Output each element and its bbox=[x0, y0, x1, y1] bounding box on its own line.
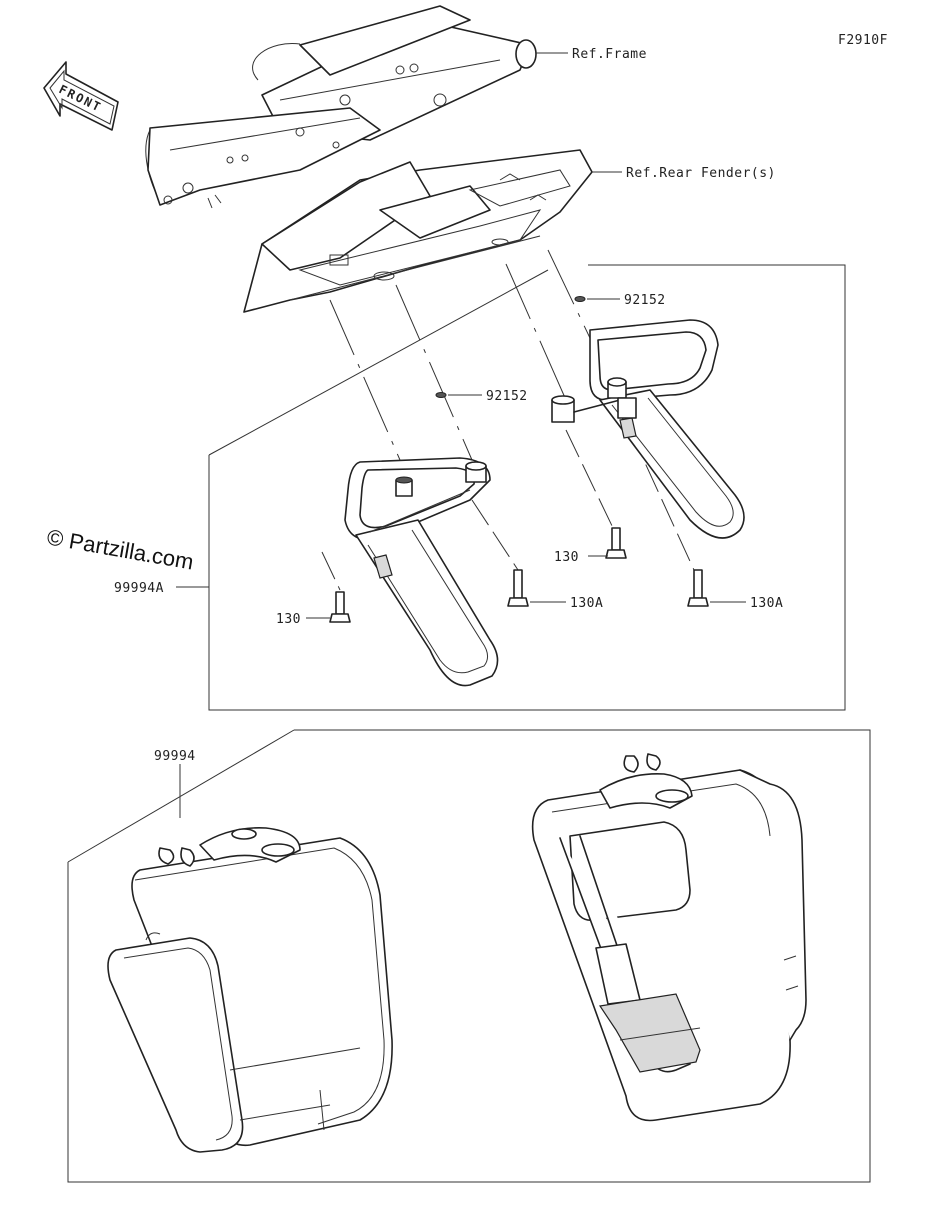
front-direction-arrow: FRONT bbox=[43, 61, 119, 131]
left-bracket-drawing bbox=[344, 457, 499, 687]
washer-center bbox=[435, 392, 447, 398]
callout-bolt-130-left: 130 bbox=[276, 612, 301, 627]
bolt-130-center bbox=[605, 527, 627, 559]
callout-ref-rear-fender: Ref.Rear Fender(s) bbox=[626, 166, 776, 181]
frame-drawing bbox=[145, 5, 537, 209]
callout-washer-upper-right: 92152 bbox=[624, 293, 666, 308]
watermark: © Partzilla.com bbox=[45, 524, 195, 574]
callout-bolt-130a-right: 130A bbox=[750, 596, 783, 611]
right-bracket-drawing bbox=[551, 319, 745, 539]
rear-fender-drawing bbox=[243, 149, 593, 313]
callout-bolt-130a-center: 130A bbox=[570, 596, 603, 611]
callout-washer-center: 92152 bbox=[486, 389, 528, 404]
washer-upper-right bbox=[574, 296, 586, 302]
figure-code: F2910F bbox=[838, 33, 888, 48]
bolt-130-left bbox=[329, 591, 351, 623]
callout-ref-frame: Ref.Frame bbox=[572, 47, 647, 62]
saddlebag-set-frame bbox=[67, 729, 871, 1183]
bolt-130a-right bbox=[687, 569, 709, 607]
left-saddlebag-drawing bbox=[107, 827, 393, 1153]
callout-bracket-set: 99994A bbox=[114, 581, 164, 596]
callout-bolt-130-center: 130 bbox=[554, 550, 579, 565]
bolt-130a-center bbox=[507, 569, 529, 607]
bracket-set-frame bbox=[208, 264, 846, 711]
right-saddlebag-drawing bbox=[531, 753, 807, 1122]
callout-saddlebag-set: 99994 bbox=[154, 749, 196, 764]
